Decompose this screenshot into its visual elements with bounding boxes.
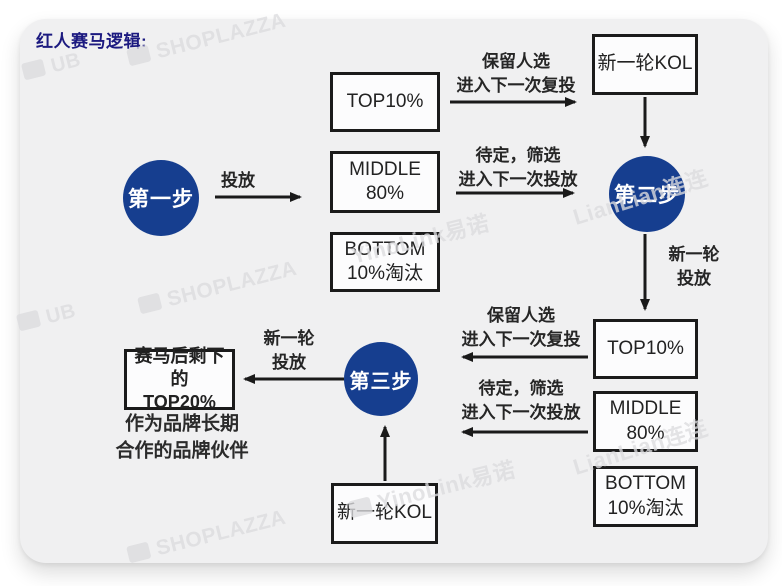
- box-result-top20: 赛马后剩下的 TOP20%: [124, 346, 235, 412]
- label-keep-round1: 保留人选 进入下一次复投: [456, 52, 576, 95]
- box-round2-bottom10: BOTTOM 10%淘汰: [593, 466, 698, 527]
- result-note: 作为品牌长期 合作的品牌伙伴: [115, 413, 249, 461]
- label-new-round-right: 新一轮 投放: [668, 245, 720, 288]
- page-title: 红人赛马逻辑:: [36, 32, 148, 51]
- label-launch: 投放: [221, 171, 255, 191]
- box-round2-middle80: MIDDLE 80%: [593, 391, 698, 452]
- step-3-circle: 第三步: [344, 342, 418, 416]
- label-keep-round2: 保留人选 进入下一次复投: [461, 306, 581, 349]
- label-new-round-left: 新一轮 投放: [263, 329, 315, 372]
- box-round1-bottom10: BOTTOM 10%淘汰: [330, 232, 440, 292]
- box-new-kol-bottom: 新一轮KOL: [331, 483, 438, 544]
- box-round1-top10: TOP10%: [330, 72, 440, 132]
- step-1-circle: 第一步: [123, 160, 199, 236]
- box-round1-middle80: MIDDLE 80%: [330, 151, 440, 213]
- step-2-circle: 第二步: [609, 156, 685, 232]
- label-pending-round2: 待定，筛选 进入下一次投放: [461, 379, 581, 422]
- label-pending-round1: 待定，筛选 进入下一次投放: [458, 146, 578, 189]
- box-new-kol-top: 新一轮KOL: [592, 34, 698, 95]
- box-round2-top10: TOP10%: [593, 319, 698, 379]
